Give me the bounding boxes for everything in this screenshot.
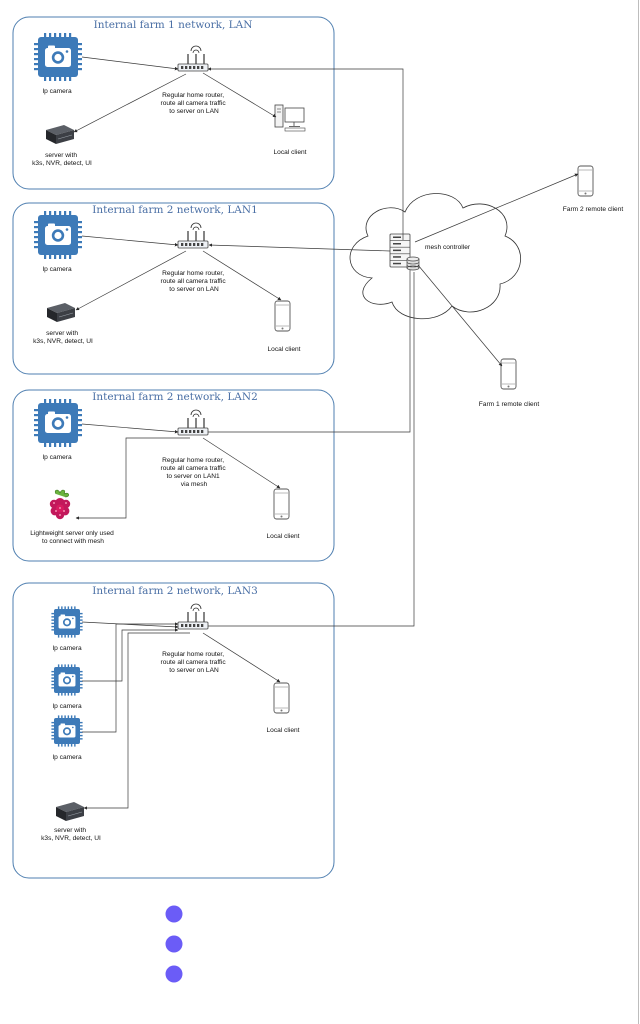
router-label: Regular home router, route all camera tr…	[161, 457, 228, 488]
network-title-3: Internal farm 2 network, LAN2	[92, 391, 258, 403]
client-label: Local client	[274, 149, 307, 156]
phone-icon	[274, 300, 291, 332]
farm1-remote-client-label: Farm 1 remote client	[479, 401, 540, 408]
camera-label: Ip camera	[42, 266, 72, 273]
network-frame-4	[12, 582, 335, 879]
router-label: Regular home router, route all camera tr…	[161, 651, 228, 674]
server-label: server with k3s, NVR, detect, UI	[41, 827, 101, 842]
camera-label: Ip camera	[52, 703, 82, 710]
client-label: Local client	[267, 727, 300, 734]
camera-chip-icon	[34, 33, 82, 81]
camera-chip-icon	[51, 664, 83, 696]
server-rack-icon	[389, 233, 411, 268]
connector-edges	[73, 56, 579, 810]
network-title-1: Internal farm 1 network, LAN	[94, 19, 253, 31]
camera-chip-icon	[51, 606, 83, 638]
server-label: Lightweight server only used to connect …	[30, 530, 115, 545]
indicator-dot	[165, 965, 183, 983]
phone-icon	[500, 358, 517, 390]
indicator-dot	[165, 935, 183, 953]
network-frame-2	[12, 202, 335, 375]
database-icon	[406, 256, 420, 271]
camera-label: Ip camera	[42, 88, 72, 95]
client-label: Local client	[267, 533, 300, 540]
camera-label: Ip camera	[42, 454, 72, 461]
phone-icon	[273, 488, 290, 520]
camera-chip-icon	[51, 715, 83, 747]
server-label: server with k3s, NVR, detect, UI	[32, 152, 92, 167]
phone-icon	[577, 165, 594, 197]
camera-chip-icon	[34, 211, 82, 259]
phone-icon	[273, 682, 290, 714]
server-label: server with k3s, NVR, detect, UI	[33, 330, 93, 345]
mesh-controller-label: mesh controller	[425, 244, 471, 251]
router-label: Regular home router, route all camera tr…	[161, 92, 228, 115]
cloud-icon	[349, 193, 521, 320]
farm2-remote-client-label: Farm 2 remote client	[563, 206, 624, 213]
camera-label: Ip camera	[52, 645, 82, 652]
network-title-2: Internal farm 2 network, LAN1	[92, 204, 258, 216]
network-frame-1	[12, 16, 335, 190]
router-label: Regular home router, route all camera tr…	[161, 270, 228, 293]
client-label: Local client	[268, 346, 301, 353]
camera-chip-icon	[34, 399, 82, 447]
network-title-4: Internal farm 2 network, LAN3	[92, 585, 258, 597]
raspberry-pi-icon	[49, 489, 71, 520]
indicator-dot	[165, 905, 183, 923]
camera-label: Ip camera	[52, 754, 82, 761]
